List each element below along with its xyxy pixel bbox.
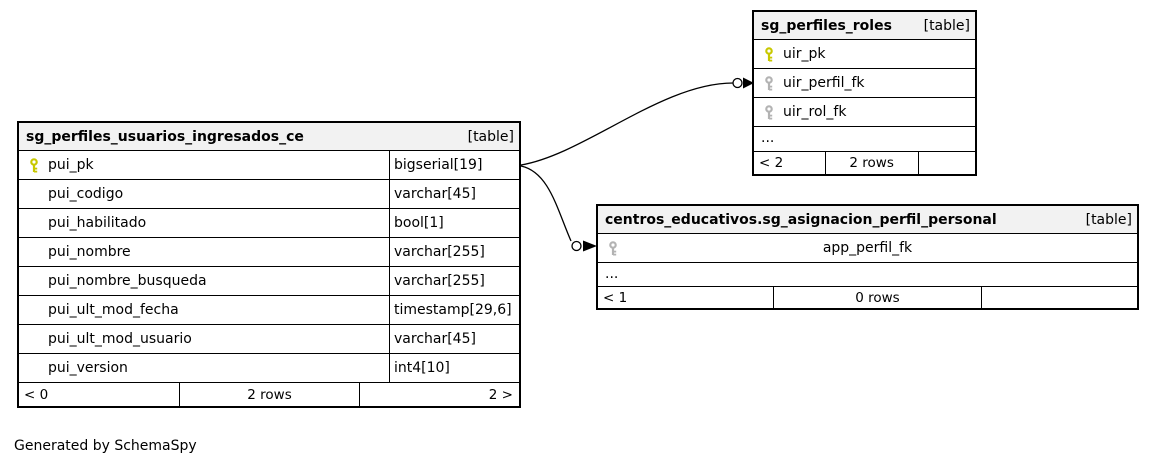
foreign-key-icon (763, 75, 775, 91)
column-row-pui_ult_mod_usuario: pui_ult_mod_usuario varchar[45] (19, 325, 519, 354)
column-name: app_perfil_fk (822, 240, 913, 256)
footer-next-count (917, 152, 975, 174)
table-type-tag: [table] (1085, 211, 1132, 228)
footer-row-count: 2 rows (824, 152, 918, 174)
primary-key-icon (763, 46, 775, 62)
table-pagination-footer: < 2 2 rows (754, 152, 975, 174)
column-name: uir_perfil_fk (783, 75, 865, 91)
primary-key-icon (28, 157, 40, 173)
ellipsis-label: ... (605, 266, 619, 282)
column-type: varchar[255] (389, 238, 519, 266)
column-name: pui_version (48, 360, 128, 376)
column-row-uir_perfil_fk: uir_perfil_fk (754, 69, 975, 98)
foreign-key-icon (607, 241, 619, 256)
column-row-pui_ult_mod_fecha: pui_ult_mod_fecha timestamp[29,6] (19, 296, 519, 325)
footer-next-count[interactable]: 2 > (359, 383, 519, 406)
table-title[interactable]: centros_educativos.sg_asignacion_perfil_… (605, 211, 997, 228)
column-row-pui_nombre_busqueda: pui_nombre_busqueda varchar[255] (19, 267, 519, 296)
column-name: pui_pk (48, 157, 94, 173)
footer-prev-count[interactable]: < 1 (603, 289, 628, 306)
column-type: int4[10] (389, 354, 519, 382)
hidden-columns-ellipsis-row: ... (598, 263, 1137, 287)
key-icon-placeholder (28, 332, 40, 347)
table-sg_perfiles_roles: sg_perfiles_roles [table] uir_pk uir_per… (752, 10, 977, 176)
column-type: varchar[45] (389, 325, 519, 353)
footer-row-count: 2 rows (179, 383, 359, 406)
table-centros_educativos.sg_asignacion_perfil_personal: centros_educativos.sg_asignacion_perfil_… (596, 204, 1139, 310)
relationship-line-pui_pk-app_perfil_fk (520, 165, 597, 252)
column-name: uir_rol_fk (783, 104, 847, 120)
table-type-tag: [table] (923, 17, 970, 34)
table-header: sg_perfiles_usuarios_ingresados_ce [tabl… (19, 123, 519, 151)
column-type: varchar[45] (389, 180, 519, 208)
table-header: centros_educativos.sg_asignacion_perfil_… (598, 206, 1137, 234)
footer-prev-count[interactable]: < 2 (759, 155, 784, 171)
column-name: uir_pk (783, 46, 826, 62)
key-icon-placeholder (28, 274, 40, 289)
column-name: pui_nombre (48, 244, 131, 260)
column-type: varchar[255] (389, 267, 519, 295)
column-type: timestamp[29,6] (389, 296, 519, 324)
key-icon-placeholder (28, 361, 40, 376)
table-header: sg_perfiles_roles [table] (754, 12, 975, 40)
generated-by-caption: Generated by SchemaSpy (14, 438, 197, 454)
column-row-pui_pk: pui_pk bigserial[19] (19, 151, 519, 180)
table-sg_perfiles_usuarios_ingresados_ce: sg_perfiles_usuarios_ingresados_ce [tabl… (17, 121, 521, 408)
column-name: pui_codigo (48, 186, 124, 202)
column-type: bigserial[19] (389, 151, 519, 179)
column-row-app_perfil_fk: app_perfil_fk (598, 234, 1137, 263)
column-row-pui_codigo: pui_codigo varchar[45] (19, 180, 519, 209)
column-name: pui_ult_mod_usuario (48, 331, 192, 347)
column-row-uir_pk: uir_pk (754, 40, 975, 69)
table-title[interactable]: sg_perfiles_roles (761, 17, 892, 34)
relationship-line-pui_pk-uir_perfil_fk (520, 77, 754, 166)
foreign-key-icon (763, 104, 775, 120)
footer-prev-count[interactable]: < 0 (24, 386, 49, 403)
ellipsis-label: ... (761, 130, 775, 146)
footer-next-count (980, 287, 1137, 308)
column-type: bool[1] (389, 209, 519, 237)
key-icon-placeholder (28, 303, 40, 318)
table-pagination-footer: < 1 0 rows (598, 287, 1137, 308)
column-row-pui_version: pui_version int4[10] (19, 354, 519, 383)
key-icon-placeholder (28, 245, 40, 260)
table-pagination-footer: < 0 2 rows 2 > (19, 383, 519, 406)
column-row-pui_habilitado: pui_habilitado bool[1] (19, 209, 519, 238)
hidden-columns-ellipsis-row: ... (754, 127, 975, 152)
table-title[interactable]: sg_perfiles_usuarios_ingresados_ce (26, 128, 304, 145)
column-row-uir_rol_fk: uir_rol_fk (754, 98, 975, 127)
table-type-tag: [table] (467, 128, 514, 145)
footer-row-count: 0 rows (773, 287, 981, 308)
key-icon-placeholder (28, 187, 40, 202)
column-name: pui_ult_mod_fecha (48, 302, 179, 318)
key-icon-placeholder (28, 216, 40, 231)
column-name: pui_habilitado (48, 215, 147, 231)
column-name: pui_nombre_busqueda (48, 273, 207, 289)
column-row-pui_nombre: pui_nombre varchar[255] (19, 238, 519, 267)
